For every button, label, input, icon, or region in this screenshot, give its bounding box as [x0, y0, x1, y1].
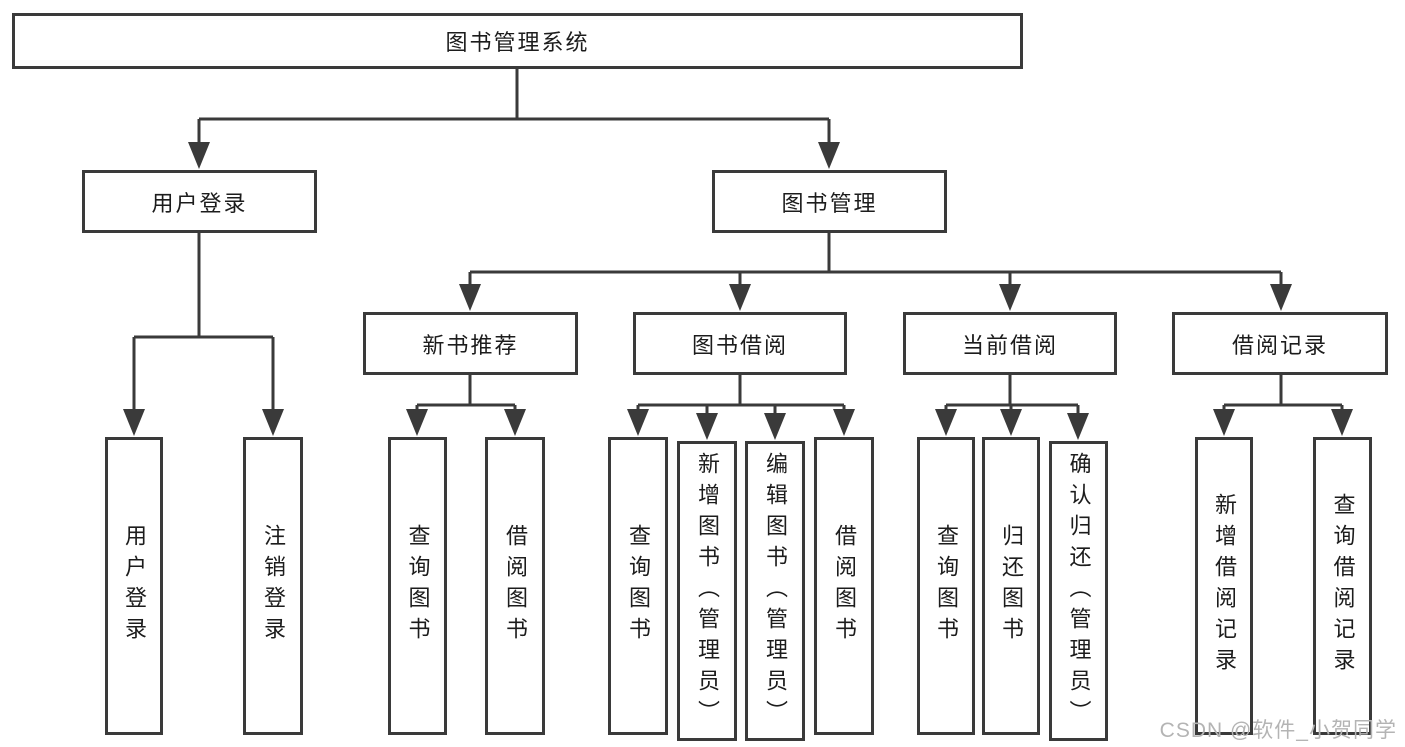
node-book-mgmt: 图书管理: [712, 170, 947, 233]
node-borrow-record-label: 借阅记录: [1231, 332, 1328, 358]
leaf-user-login-label: 用户登录: [122, 524, 147, 648]
connector-root-to-level1: [188, 69, 840, 169]
node-root-label: 图书管理系统: [445, 30, 590, 55]
leaf-borrow-query: 查询图书: [608, 437, 668, 735]
connector-borrow-to-leaves: [627, 375, 855, 440]
leaf-borrow-edit-admin: 编辑图书（管理员）: [745, 441, 805, 741]
node-new-book-rec: 新书推荐: [363, 312, 578, 375]
leaf-user-login: 用户登录: [105, 437, 163, 735]
connector-userlogin-to-leaves: [123, 233, 284, 436]
node-user-login: 用户登录: [82, 170, 317, 233]
node-book-borrow: 图书借阅: [633, 312, 847, 375]
leaf-current-return: 归还图书: [982, 437, 1040, 735]
node-current-borrow: 当前借阅: [903, 312, 1117, 375]
leaf-logout-label: 注销登录: [261, 524, 286, 648]
connector-bookmgmt-to-level2: [459, 233, 1292, 311]
csdn-watermark: CSDN @软件_小贺同学: [1159, 719, 1397, 742]
leaf-current-return-label: 归还图书: [999, 524, 1024, 648]
connector-record-to-leaves: [1213, 375, 1353, 436]
leaf-current-query-label: 查询图书: [934, 524, 959, 648]
leaf-current-confirm-admin-label: 确认归还（管理员）: [1066, 451, 1092, 731]
leaf-borrow-query-label: 查询图书: [626, 524, 651, 648]
leaf-newbook-borrow-label: 借阅图书: [503, 524, 528, 648]
leaf-newbook-query: 查询图书: [388, 437, 447, 735]
node-new-book-rec-label: 新书推荐: [422, 332, 519, 358]
leaf-newbook-query-label: 查询图书: [405, 524, 431, 648]
leaf-borrow-edit-admin-label: 编辑图书（管理员）: [763, 451, 788, 731]
node-book-borrow-label: 图书借阅: [691, 332, 788, 358]
node-root: 图书管理系统: [12, 13, 1023, 69]
leaf-current-query: 查询图书: [917, 437, 975, 735]
leaf-record-add-label: 新增借阅记录: [1212, 493, 1237, 679]
leaf-current-confirm-admin: 确认归还（管理员）: [1049, 441, 1108, 741]
leaf-logout: 注销登录: [243, 437, 303, 735]
leaf-record-query: 查询借阅记录: [1313, 437, 1372, 735]
node-borrow-record: 借阅记录: [1172, 312, 1388, 375]
connector-newbook-to-leaves: [406, 375, 526, 436]
connector-current-to-leaves: [935, 375, 1089, 440]
leaf-borrow-borrow: 借阅图书: [814, 437, 874, 735]
node-user-login-label: 用户登录: [151, 190, 248, 216]
leaf-borrow-add-admin-label: 新增图书（管理员）: [695, 451, 720, 731]
leaf-record-query-label: 查询借阅记录: [1330, 493, 1356, 679]
leaf-borrow-add-admin: 新增图书（管理员）: [677, 441, 737, 741]
leaf-borrow-borrow-label: 借阅图书: [832, 524, 857, 648]
node-book-mgmt-label: 图书管理: [781, 190, 878, 216]
leaf-newbook-borrow: 借阅图书: [485, 437, 545, 735]
leaf-record-add: 新增借阅记录: [1195, 437, 1253, 735]
node-current-borrow-label: 当前借阅: [961, 332, 1058, 358]
